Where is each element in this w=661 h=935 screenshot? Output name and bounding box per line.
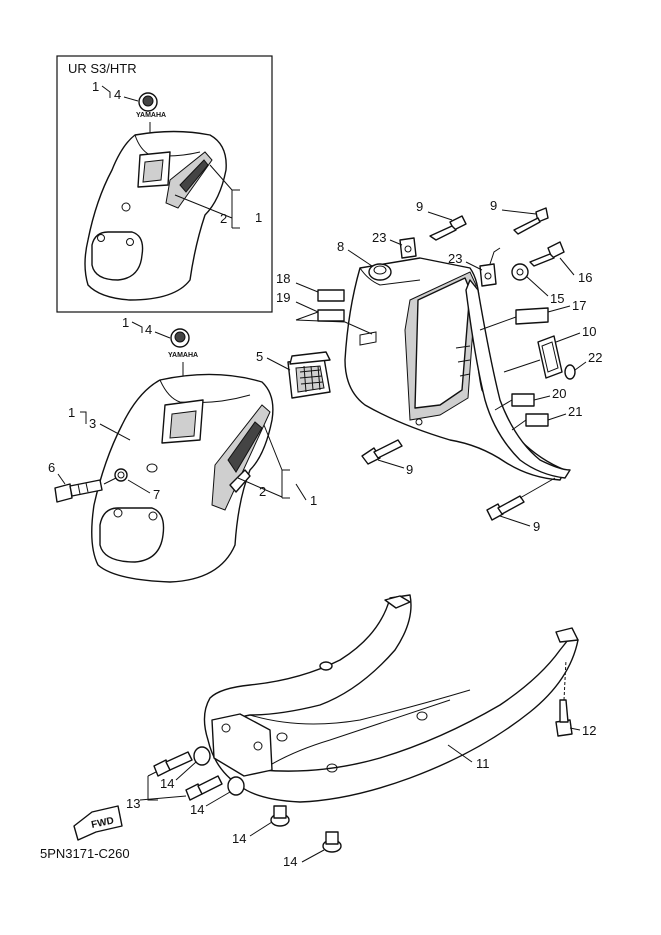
screw-9-top-a (429, 215, 467, 241)
callout-14-a: 14 (160, 776, 174, 791)
callout-12: 12 (582, 723, 596, 738)
grommet-14-d (322, 831, 342, 853)
callout-main-2: 2 (259, 484, 266, 499)
clip-23-a (399, 237, 417, 259)
callout-14-d: 14 (283, 854, 297, 869)
inset-frame (56, 55, 273, 313)
screw-9-mid (361, 439, 403, 465)
oring-22 (564, 364, 576, 380)
callout-main-4: 4 (145, 322, 152, 337)
callout-main-1-top: 1 (122, 315, 129, 330)
screw-9-bottom (486, 495, 525, 521)
callout-7: 7 (153, 487, 160, 502)
svg-text:FWD: FWD (90, 815, 115, 830)
screw-9-top-b (513, 207, 549, 235)
washer-15 (511, 263, 529, 281)
callout-23-b: 23 (448, 251, 462, 266)
callout-inset-1-right: 1 (255, 210, 262, 225)
callout-9-d: 9 (533, 519, 540, 534)
callout-main-3: 3 (89, 416, 96, 431)
callout-16: 16 (578, 270, 592, 285)
callout-9-c: 9 (406, 462, 413, 477)
svg-text:YAMAHA: YAMAHA (168, 352, 198, 359)
screw-12 (555, 699, 573, 737)
svg-text:YAMAHA: YAMAHA (136, 112, 166, 119)
front-cover-main (91, 373, 274, 583)
grommet-14-c (270, 805, 290, 827)
main-emblem: YAMAHA (168, 328, 198, 385)
callout-18: 18 (276, 271, 290, 286)
catalog-code: 5PN3171-C260 (40, 846, 130, 861)
fwd-arrow-icon: FWD (73, 805, 123, 841)
callout-inset-1-top: 1 (92, 79, 99, 94)
callout-6: 6 (48, 460, 55, 475)
callout-10: 10 (582, 324, 596, 339)
sticker-19 (317, 309, 345, 322)
callout-21: 21 (568, 404, 582, 419)
inner-panel (344, 257, 571, 481)
callout-9-a: 9 (416, 199, 423, 214)
inset-front-cover (84, 130, 227, 301)
sticker-18 (317, 289, 345, 302)
callout-22: 22 (588, 350, 602, 365)
seal-10 (537, 335, 563, 379)
screw-16 (529, 241, 565, 267)
callout-main-1-right: 1 (310, 493, 317, 508)
floor-panel-11 (203, 594, 579, 803)
callout-8: 8 (337, 239, 344, 254)
grommet-14-a (193, 746, 211, 766)
callout-20: 20 (552, 386, 566, 401)
sticker-20 (511, 393, 535, 407)
callout-14-b: 14 (190, 802, 204, 817)
callout-inset-2: 2 (220, 211, 227, 226)
callout-23-a: 23 (372, 230, 386, 245)
sticker-21 (525, 413, 549, 427)
callout-9-b: 9 (490, 198, 497, 213)
callout-inset-4: 4 (114, 87, 121, 102)
screw-13-b (185, 775, 223, 801)
callout-main-1-left: 1 (68, 405, 75, 420)
callout-17: 17 (572, 298, 586, 313)
screw-6 (54, 479, 103, 503)
inset-emblem: YAMAHA (136, 92, 166, 140)
callout-11: 11 (476, 756, 490, 771)
callout-5: 5 (256, 349, 263, 364)
callout-14-c: 14 (232, 831, 246, 846)
callout-19: 19 (276, 290, 290, 305)
grommet-14-b (227, 776, 245, 796)
screw-13-a (153, 751, 193, 777)
clip-23-b (479, 247, 501, 287)
sticker-17 (515, 307, 549, 325)
grille-5 (287, 351, 331, 399)
callout-13: 13 (126, 796, 140, 811)
callout-15: 15 (550, 291, 564, 306)
inset-title: UR S3/HTR (68, 61, 137, 76)
